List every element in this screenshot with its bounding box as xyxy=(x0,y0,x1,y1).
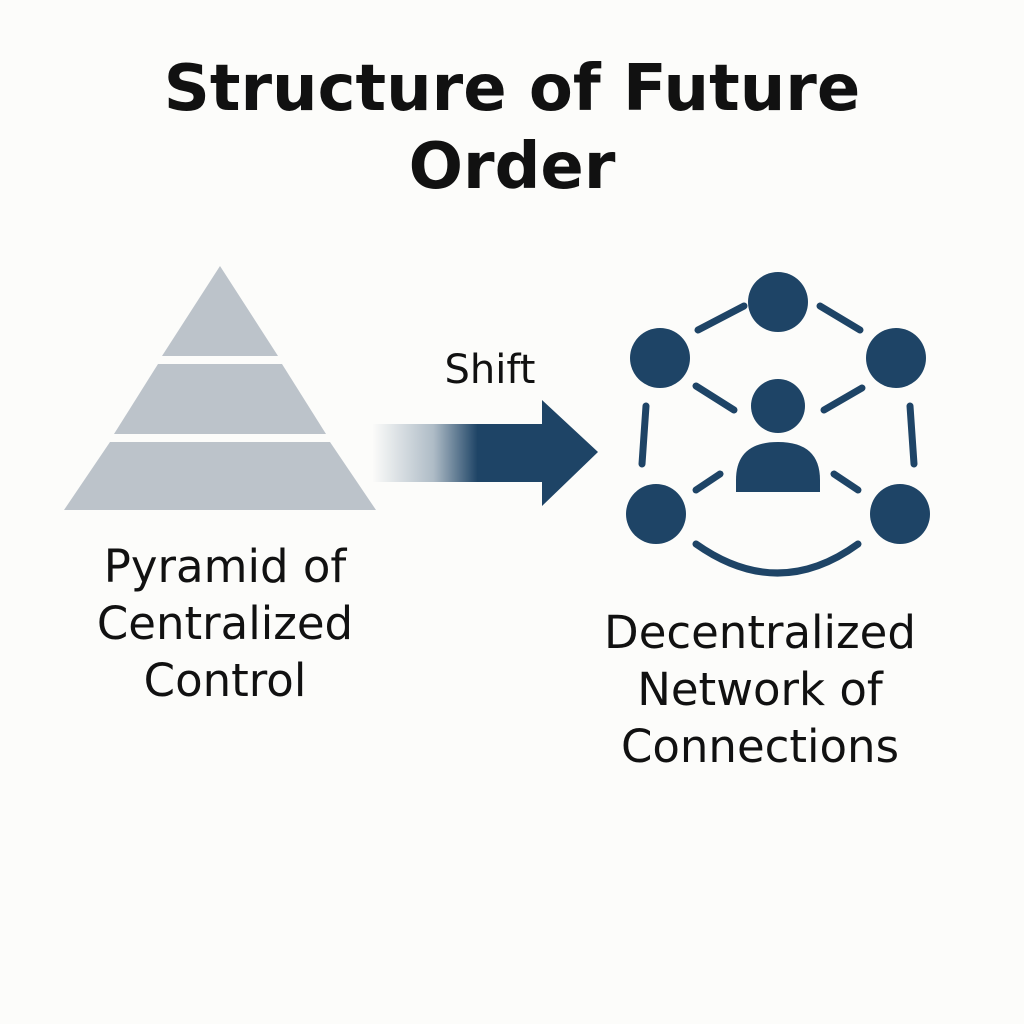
shift-label: Shift xyxy=(444,347,536,393)
network-node-upper-left xyxy=(630,328,690,388)
connection-line xyxy=(694,302,748,334)
network-caption-line-3: Connections xyxy=(620,720,900,773)
connection-line xyxy=(906,402,918,468)
network-node-lower-left xyxy=(626,484,686,544)
title-line-1: Structure of Future xyxy=(163,52,861,126)
network-caption-line-2: Network of xyxy=(637,663,883,716)
pyramid-top-tier xyxy=(162,266,278,356)
title-line-2: Order xyxy=(408,130,616,204)
pyramid-caption-line-3: Control xyxy=(143,654,307,707)
arrow-right-icon xyxy=(372,396,604,508)
pyramid-caption: Pyramid of Centralized Control xyxy=(40,538,410,709)
person-head xyxy=(751,379,805,433)
pyramid-caption-line-1: Pyramid of xyxy=(103,540,347,593)
arrow-shaft xyxy=(372,424,548,482)
network-diagram xyxy=(618,268,940,586)
network-node-lower-right xyxy=(870,484,930,544)
connection-line xyxy=(692,470,724,494)
pyramid-middle-tier xyxy=(114,364,326,434)
network-node-top xyxy=(748,272,808,332)
network-node-upper-right xyxy=(866,328,926,388)
diagram-title: Structure of Future Order xyxy=(0,50,1024,206)
person-body xyxy=(736,442,820,492)
connection-line xyxy=(816,302,864,334)
pyramid-caption-line-2: Centralized xyxy=(96,597,354,650)
pyramid-bottom-tier xyxy=(64,442,376,510)
arrow-head xyxy=(542,400,598,506)
connection-line xyxy=(638,402,650,468)
network-caption: Decentralized Network of Connections xyxy=(560,604,960,775)
network-caption-line-1: Decentralized xyxy=(604,606,916,659)
connection-arc xyxy=(692,540,862,577)
connection-line xyxy=(820,384,866,414)
pyramid-icon xyxy=(60,262,382,514)
connection-line xyxy=(692,382,738,414)
person-icon xyxy=(736,379,820,492)
connection-line xyxy=(830,470,862,494)
